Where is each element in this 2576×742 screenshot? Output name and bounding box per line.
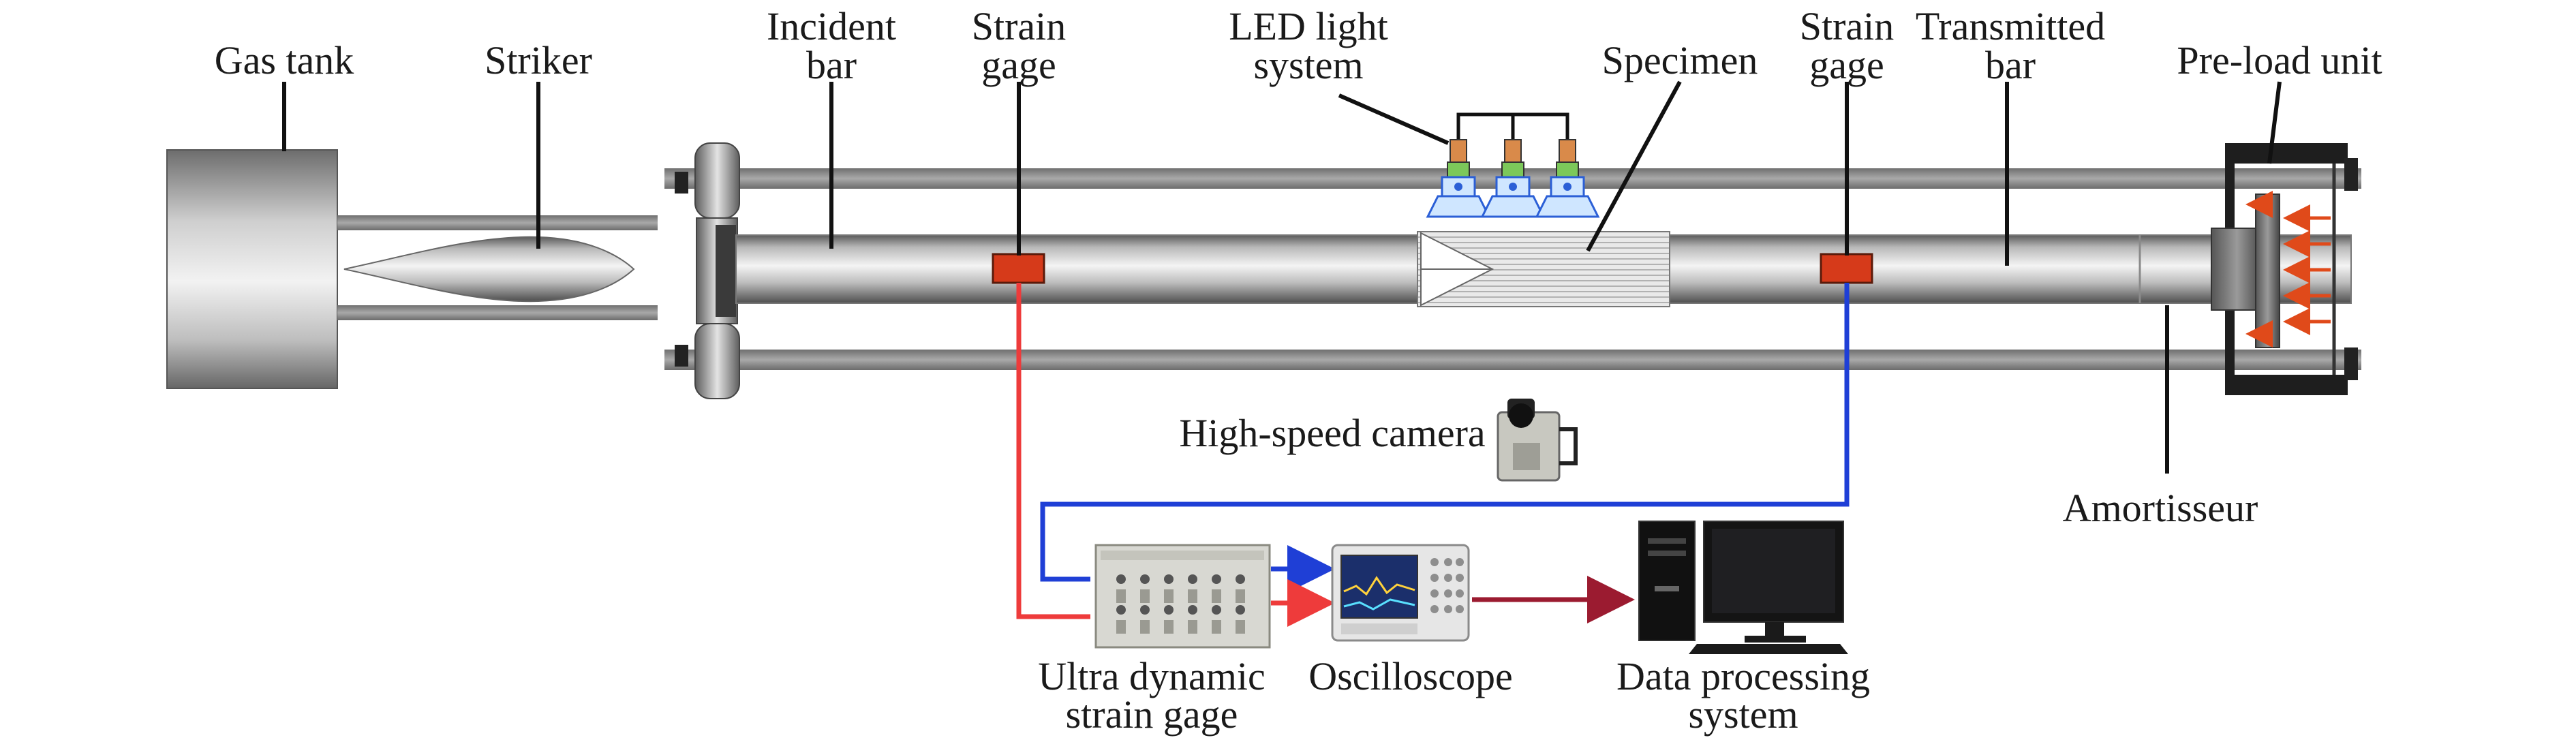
label-strain-gage-right-line2: gage [1809, 43, 1884, 87]
label-amortisseur: Amortisseur [2063, 486, 2258, 530]
striker [343, 236, 635, 303]
blue-signal-line [1040, 283, 1850, 582]
preload-arrows [2245, 191, 2331, 347]
label-incident-bar-line1: Incident [767, 4, 896, 48]
device-knobs [1116, 574, 1245, 615]
ultra-dynamic-strain-gage-device [1094, 544, 1271, 649]
label-striker: Striker [485, 38, 592, 82]
preload-unit [2211, 143, 2358, 395]
label-strain-gage-left-line1: Strain [972, 4, 1067, 48]
label-gas-tank: Gas tank [215, 38, 354, 82]
led-lamp [1480, 139, 1546, 218]
label-preload-unit: Pre-load unit [2177, 38, 2382, 82]
oscilloscope-device [1331, 544, 1470, 642]
label-leaders [282, 80, 2282, 266]
red-signal-line [1016, 283, 1090, 619]
label-data-processing-line2: system [1688, 692, 1798, 737]
label-ultra-dynamic-line1: Ultra dynamic [1038, 654, 1265, 698]
text-labels: Gas tank Striker Incident bar Strain gag… [215, 4, 2382, 737]
label-led-line1: LED light [1229, 4, 1388, 48]
label-led-line2: system [1253, 43, 1363, 87]
label-oscilloscope: Oscilloscope [1308, 654, 1513, 698]
strain-gage-left [992, 253, 1045, 284]
label-strain-gage-right-line1: Strain [1800, 4, 1895, 48]
specimen [1417, 231, 1670, 307]
label-transmitted-bar-line2: bar [1985, 43, 2036, 87]
strain-gage-right [1820, 253, 1873, 284]
signal-lines [1016, 283, 1850, 627]
label-data-processing-line1: Data processing [1616, 654, 1870, 698]
label-transmitted-bar-line1: Transmitted [1916, 4, 2105, 48]
label-ultra-dynamic-line2: strain gage [1066, 692, 1238, 737]
launch-tube [337, 215, 658, 320]
led-lamp [1426, 139, 1491, 218]
high-speed-camera [1497, 399, 1578, 482]
gas-tank [166, 149, 338, 389]
label-strain-gage-left-line2: gage [981, 43, 1056, 87]
label-high-speed-camera: High-speed camera [1179, 411, 1485, 455]
data-processing-computer [1638, 521, 1848, 654]
incident-bar [735, 234, 1418, 304]
label-specimen: Specimen [1602, 38, 1758, 82]
left-support [675, 142, 740, 399]
led-light-system [1426, 112, 1600, 218]
label-incident-bar-line2: bar [806, 43, 857, 87]
led-lamp [1535, 139, 1600, 218]
